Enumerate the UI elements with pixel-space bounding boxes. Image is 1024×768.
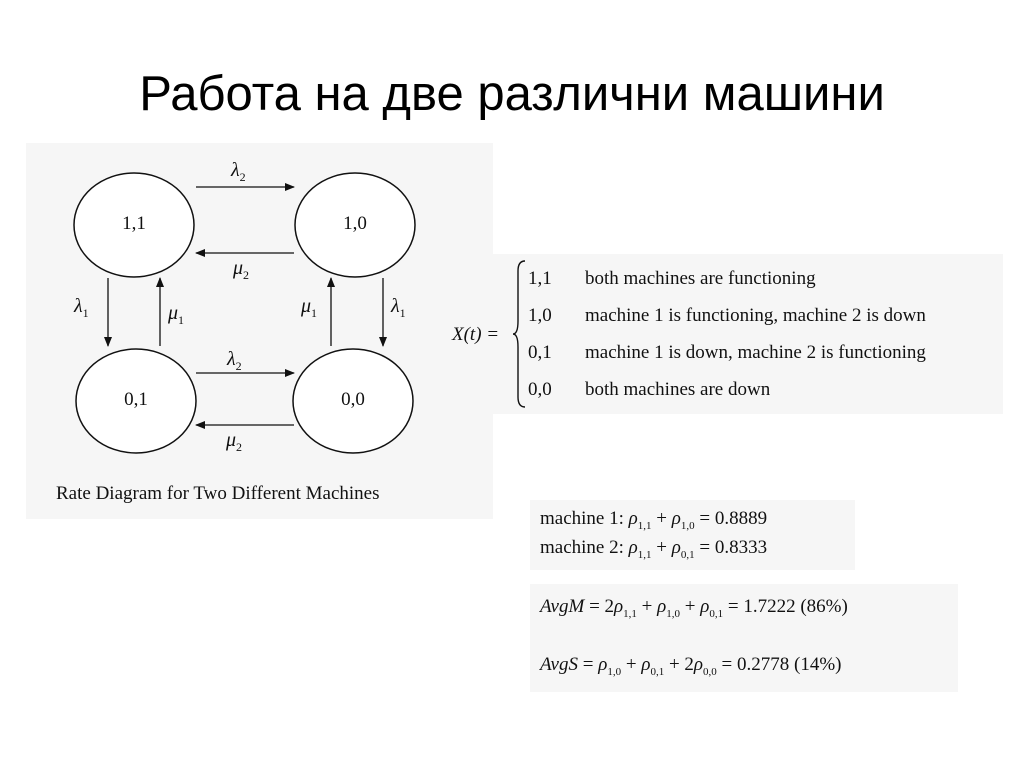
state-label-1-0: 1,0 xyxy=(343,213,367,234)
avg-machines-equation: AvgM = 2ρ1,1 + ρ1,0 + ρ0,1 = 1.7222 (86%… xyxy=(540,596,848,620)
rate-label-mu2-top: μ2 xyxy=(233,257,250,282)
diagram-caption: Rate Diagram for Two Different Machines xyxy=(56,483,380,504)
machine-2-equation: machine 2: ρ1,1 + ρ0,1 = 0.8333 xyxy=(540,537,768,561)
state-case-code: 0,1 xyxy=(528,342,552,363)
rate-label-lambda1-left: λ1 xyxy=(74,295,89,320)
machine-1-equation: machine 1: ρ1,1 + ρ1,0 = 0.8889 xyxy=(540,508,768,532)
rate-label-lambda2-top: λ2 xyxy=(231,159,246,184)
state-label-1-1: 1,1 xyxy=(122,213,146,234)
rate-label-mu1-right: μ1 xyxy=(301,295,318,320)
rate-label-lambda2-bottom: λ2 xyxy=(227,348,242,373)
rate-diagram-panel: 1,1 1,0 0,1 0,0 λ2 μ2 λ2 μ2 λ1 μ1 μ1 λ1 … xyxy=(26,143,493,519)
state-case-description: both machines are down xyxy=(585,379,771,400)
slide-title: Работа на две различни машини xyxy=(139,67,885,121)
state-node-0-1 xyxy=(75,348,197,454)
state-cases: 1,1 both machines are functioning 1,0 ma… xyxy=(528,268,998,408)
avg-servers-equation: AvgS = ρ1,0 + ρ0,1 + 2ρ0,0 = 0.2778 (14%… xyxy=(540,654,842,678)
state-function-lhs: X(t) = xyxy=(452,324,500,345)
state-node-1-0 xyxy=(294,172,416,278)
state-label-0-1: 0,1 xyxy=(124,389,148,410)
averages-panel: AvgM = 2ρ1,1 + ρ1,0 + ρ0,1 = 1.7222 (86%… xyxy=(530,584,958,692)
rate-diagram-graphics xyxy=(73,172,416,454)
state-case-code: 1,1 xyxy=(528,268,552,289)
state-case-code: 1,0 xyxy=(528,305,552,326)
state-case-code: 0,0 xyxy=(528,379,552,400)
state-node-1-1 xyxy=(73,172,195,278)
rate-label-lambda1-right: λ1 xyxy=(391,295,406,320)
state-case-description: both machines are functioning xyxy=(585,268,816,289)
state-label-0-0: 0,0 xyxy=(341,389,365,410)
left-brace xyxy=(512,260,526,408)
rate-label-mu2-bottom: μ2 xyxy=(226,429,243,454)
state-case-description: machine 1 is functioning, machine 2 is d… xyxy=(585,305,926,326)
machine-results-panel: machine 1: ρ1,1 + ρ1,0 = 0.8889 machine … xyxy=(530,500,855,570)
state-case-description: machine 1 is down, machine 2 is function… xyxy=(585,342,926,363)
state-node-0-0 xyxy=(292,348,414,454)
state-definition-panel: X(t) = 1,1 both machines are functioning… xyxy=(446,254,1003,414)
rate-label-mu1-left: μ1 xyxy=(168,302,185,327)
